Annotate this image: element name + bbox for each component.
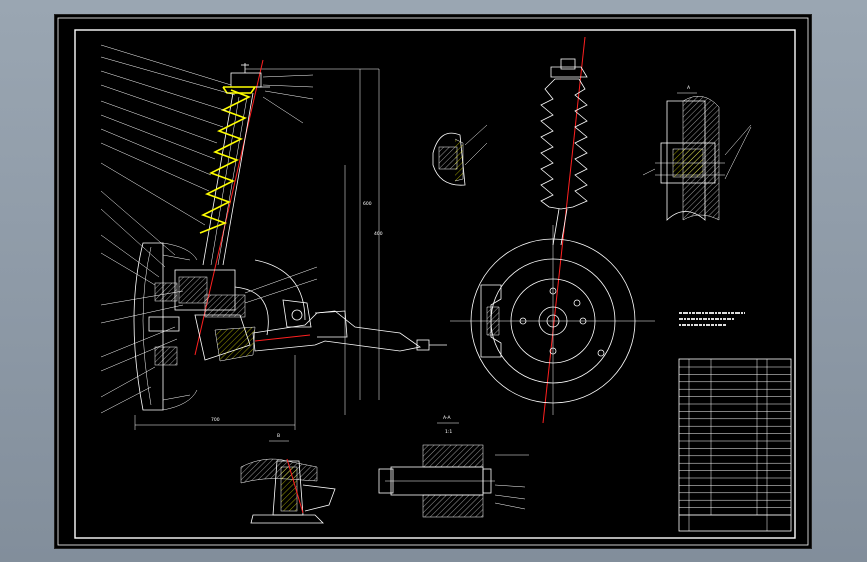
wheel-rim	[133, 242, 164, 411]
outer-border	[57, 17, 809, 546]
svg-text:A-A: A-A	[443, 415, 452, 421]
part-callouts-left	[100, 44, 236, 414]
svg-text:700: 700	[211, 417, 220, 423]
detail-view-bolt-section: A-A 1:1	[378, 415, 529, 518]
inner-border	[74, 29, 796, 539]
dust-boot-bellows	[540, 78, 588, 210]
svg-text:400: 400	[374, 231, 383, 237]
technical-requirements-notes	[679, 312, 745, 326]
svg-text:1:1: 1:1	[445, 429, 452, 435]
svg-text:B: B	[277, 433, 280, 439]
top-view-strut-and-disc	[450, 36, 655, 424]
engineering-drawing: 700 600 400	[57, 17, 809, 546]
parts-list-table	[678, 358, 792, 532]
detail-view-stabilizer-link: A	[642, 85, 752, 221]
main-assembly-view: 700 600 400	[100, 44, 447, 430]
lower-control-arm	[252, 310, 421, 352]
svg-text:600: 600	[363, 201, 372, 207]
brake-caliper	[480, 284, 502, 358]
detail-view-upper-mount	[432, 124, 488, 186]
svg-text:A: A	[687, 85, 691, 91]
cad-viewport[interactable]: 700 600 400	[54, 14, 812, 549]
coil-spring	[199, 89, 251, 234]
detail-view-lower-arm-joint: B	[240, 433, 336, 524]
